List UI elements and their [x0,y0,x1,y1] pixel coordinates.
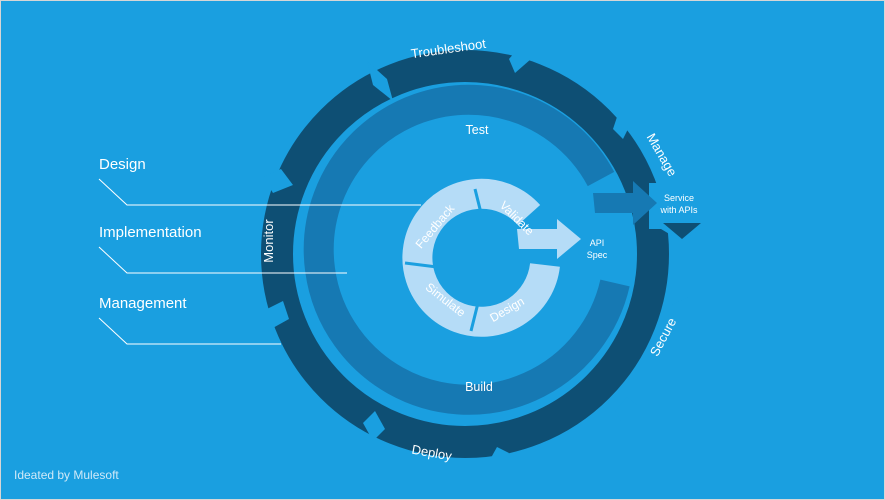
outer-ring [261,45,689,473]
legend: Design Implementation Management [98,156,421,345]
service-arrow [649,183,701,241]
outer-ring-chevron [367,61,393,101]
inner-ring [402,178,581,337]
outer-ring-chevron [263,301,289,329]
inner-ring-separator [469,298,481,332]
outer-ring-chevron [613,111,633,139]
legend-design: Design [99,156,146,173]
inner-ring-arrow [517,219,581,259]
middle-ring-band [303,84,630,415]
outer-label-monitor: Monitor [261,219,276,263]
middle-ring-chevron [343,263,359,281]
service-arrow-head [663,223,701,239]
outer-ring-chevron [363,411,385,441]
middle-ring-arrow [593,181,657,225]
inner-ring-band [402,178,560,337]
legend-management: Management [99,295,187,312]
legend-implementation: Implementation [99,224,202,241]
outer-ring-chevron [263,169,293,193]
inner-ring-separator [404,261,438,269]
middle-ring [303,84,657,415]
leader-line-design [98,178,421,206]
outer-ring-chevron [615,397,637,421]
credit-text: Ideated by Mulesoft [14,468,119,482]
service-apis-line-2: with APIs [659,205,698,215]
service-apis-line-1: Service [664,193,694,203]
outer-label-deploy: Deploy [411,442,454,464]
outer-ring-chevron [667,287,689,305]
outer-ring-chevron [509,45,531,73]
middle-label-build: Build [465,380,493,394]
api-spec-line-2: Spec [587,250,608,260]
inner-ring-separator [473,188,485,222]
leader-line-implementation [98,246,347,274]
middle-label-test: Test [466,123,489,137]
outer-ring-chevron [487,447,509,473]
api-spec-line-1: API [590,238,605,248]
outer-ring-band [261,50,669,458]
leader-line-management [98,317,281,345]
